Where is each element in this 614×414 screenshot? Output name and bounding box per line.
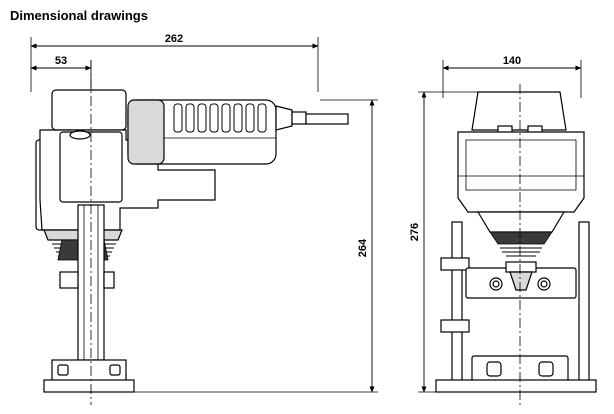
- dim-label-53: 53: [55, 55, 67, 67]
- dim-label-262: 262: [165, 33, 183, 45]
- side-view: [30, 37, 349, 405]
- dim-label-140: 140: [503, 55, 521, 67]
- dimension-side-axis-offset: 53: [30, 55, 92, 71]
- front-coupling-rings: [500, 247, 542, 257]
- dimension-side-total-width: 262: [30, 33, 319, 49]
- page-title: Dimensional drawings: [10, 8, 148, 23]
- dim-label-264: 264: [357, 238, 369, 257]
- dim-label-276: 276: [409, 223, 421, 241]
- front-view: [435, 60, 597, 405]
- dimension-side-height: 264: [134, 99, 378, 393]
- dimension-front-width: 140: [442, 55, 582, 71]
- motor-cooling-fins: [173, 103, 267, 133]
- dimension-front-height: 276: [409, 91, 478, 393]
